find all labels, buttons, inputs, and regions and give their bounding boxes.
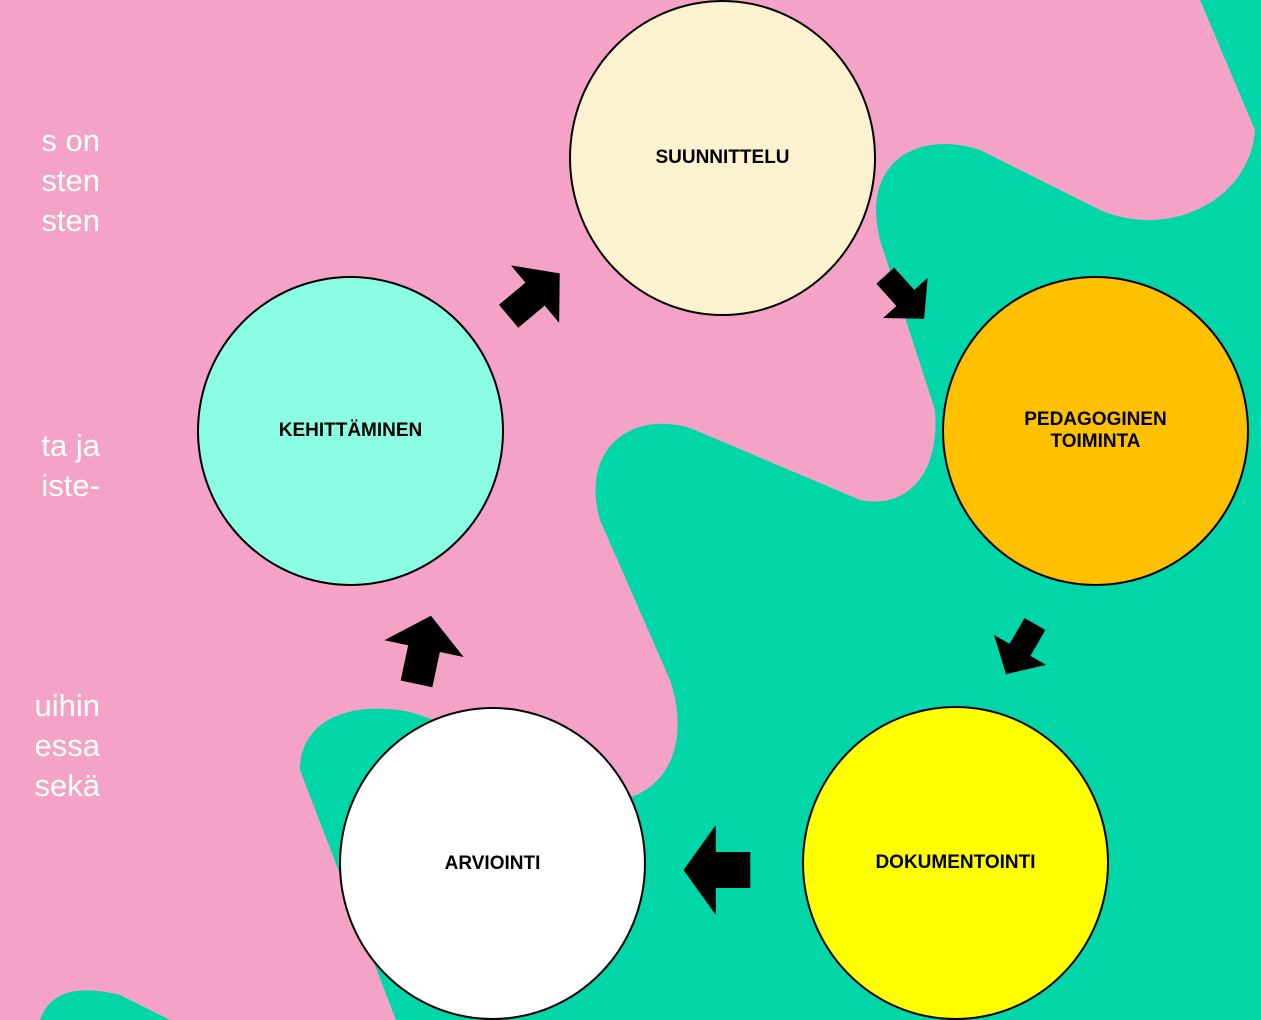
text-line: iste-	[41, 468, 100, 503]
node-kehittaminen: KEHITTÄMINEN	[197, 276, 504, 586]
green-blob-bottom-left	[40, 990, 170, 1020]
node-label: ARVIOINTI	[444, 852, 541, 874]
node-suunnittelu: SUUNNITTELU	[569, 0, 876, 316]
text-line: essa	[34, 728, 100, 763]
body-text-fragment-2: ta ja iste-	[0, 426, 100, 506]
arrow-suunnittelu-to-pedagoginen-icon	[876, 267, 928, 319]
node-pedagoginen-toiminta: PEDAGOGINEN TOIMINTA	[942, 276, 1249, 586]
text-line: sten	[41, 203, 100, 238]
node-label: SUUNNITTELU	[655, 147, 790, 168]
text-line: ta ja	[41, 428, 100, 463]
node-label: KEHITTÄMINEN	[278, 420, 423, 441]
text-line: sten	[41, 163, 100, 198]
text-line: s on	[41, 123, 100, 158]
text-line: uihin	[34, 688, 101, 723]
node-label: DOKUMENTOINTI	[875, 852, 1036, 873]
node-label: PEDAGOGINEN TOIMINTA	[1024, 409, 1167, 452]
arrow-kehittaminen-to-suunnittelu-icon	[498, 265, 560, 328]
arrow-dokumentointi-to-arviointi-icon	[683, 825, 751, 915]
node-dokumentointi: DOKUMENTOINTI	[802, 706, 1109, 1020]
node-arviointi: ARVIOINTI	[339, 707, 646, 1020]
text-line: sekä	[34, 768, 100, 803]
body-text-fragment-3: uihin essa sekä	[0, 686, 101, 806]
body-text-fragment-1: s on sten sten	[0, 121, 100, 241]
arrow-arviointi-to-kehittaminen-icon	[384, 615, 464, 688]
arrow-pedagoginen-to-dokumentointi-icon	[994, 617, 1046, 675]
